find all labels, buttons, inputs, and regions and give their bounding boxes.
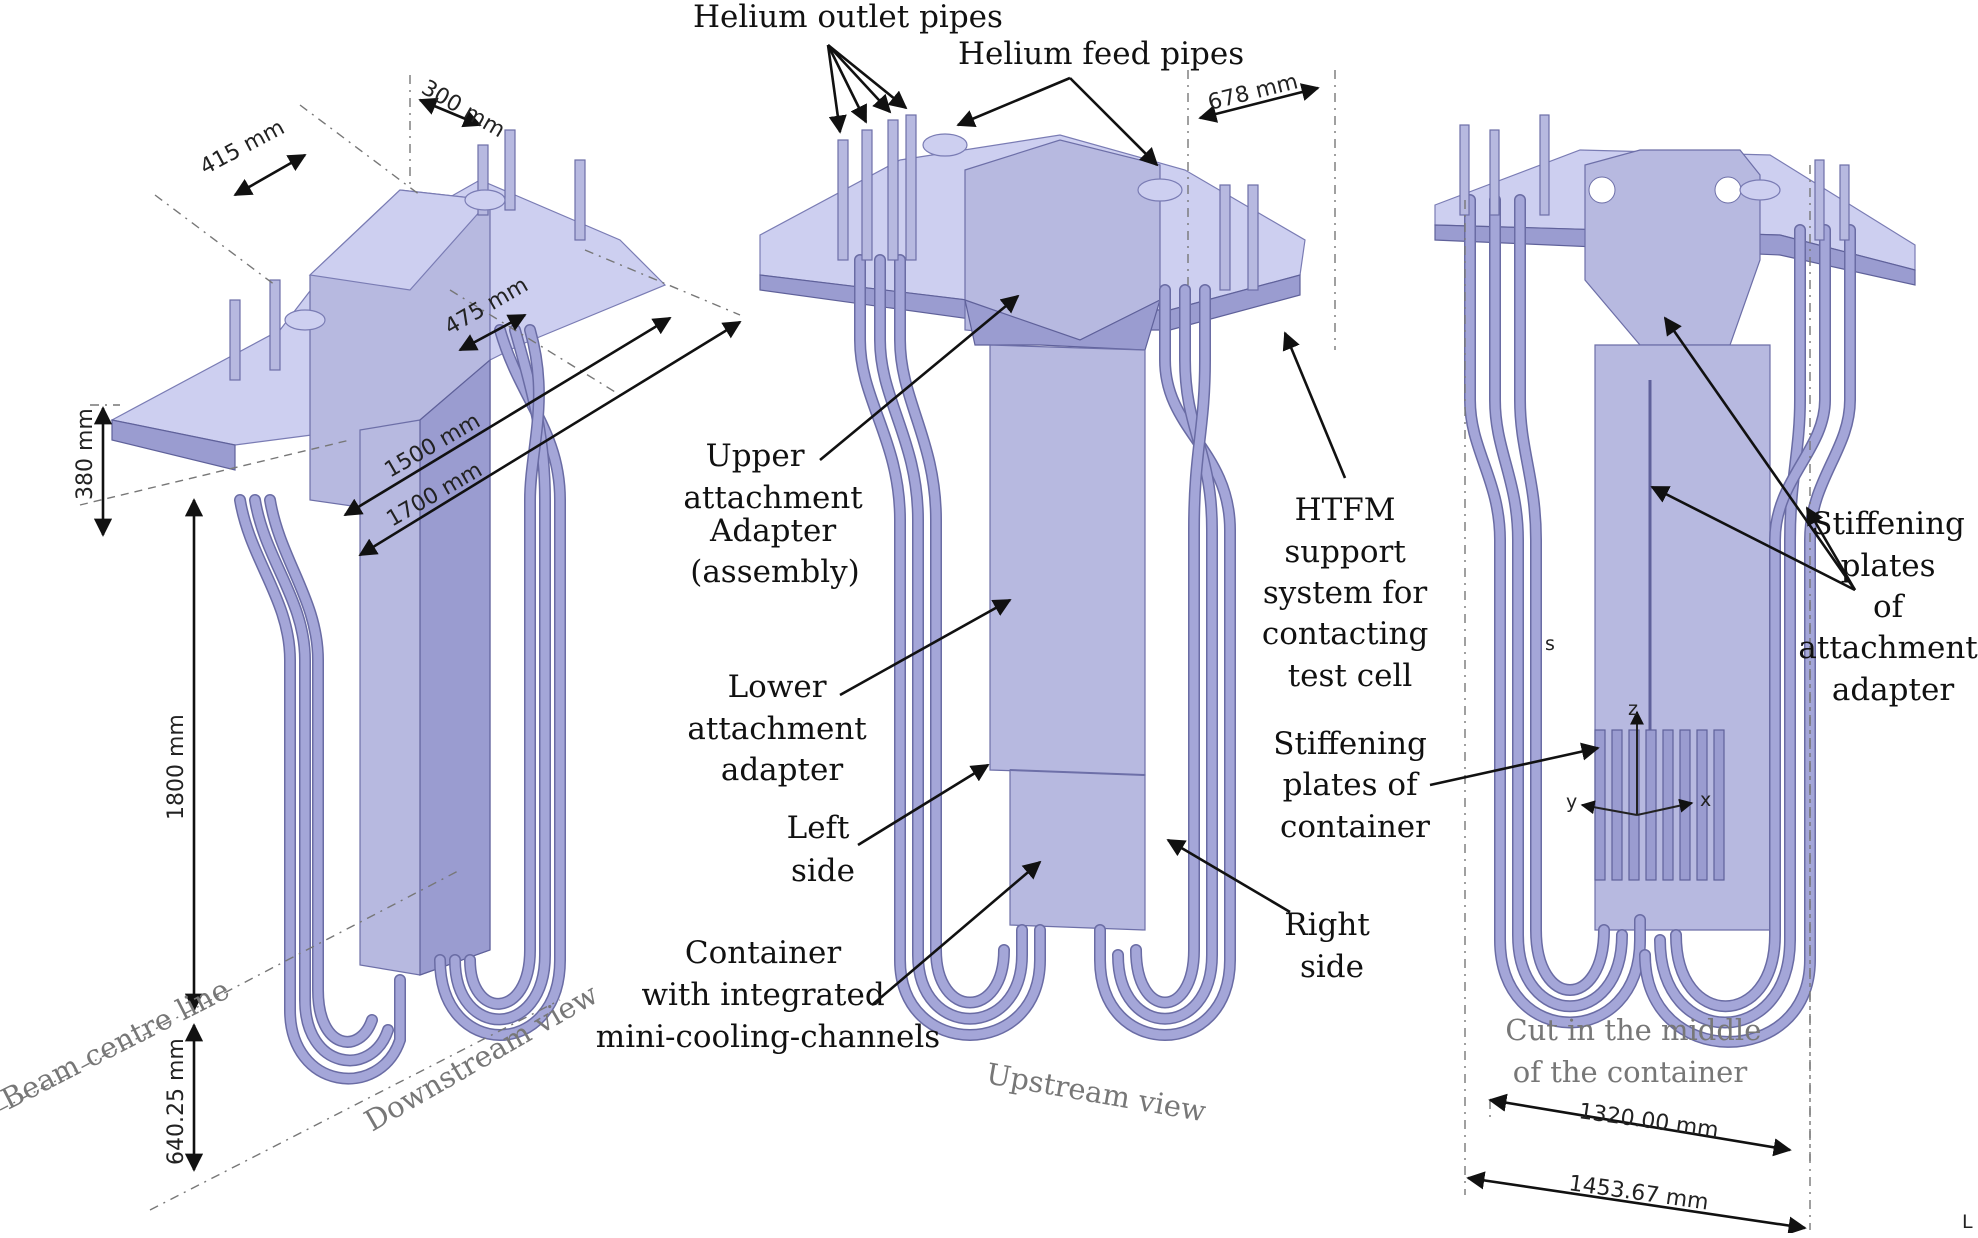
pipe-stubs-left — [229, 129, 586, 381]
axis-x: x — [1700, 789, 1711, 811]
upper-attachment-label: Upper attachment Adapter (assembly) — [683, 438, 872, 590]
pipes-right-left — [1464, 194, 1646, 1029]
adapter-cut-right — [1584, 149, 1761, 346]
stiffening-adapter-label: Stiffening plates of attachment adapter — [1798, 506, 1978, 708]
right-side-label: Right side — [1284, 907, 1379, 985]
lower-adapter-middle — [989, 344, 1146, 776]
htfm-support-label: HTFM support system for contacting test … — [1262, 492, 1438, 694]
pipe-stubs-middle — [837, 114, 1259, 291]
dim-678: 678 mm — [1205, 69, 1300, 115]
upstream-annotations: Helium outlet pipes Helium feed pipes 67… — [596, 0, 1438, 1129]
beam-centre-line-label: Beam centre line — [0, 972, 235, 1116]
dim-415: 415 mm — [196, 115, 289, 180]
dim-1453: 1453.67 mm — [1567, 1171, 1710, 1215]
section-marker-s: s — [1545, 633, 1555, 655]
pipes-left-bank — [234, 494, 406, 1085]
dim-380: 380 mm — [73, 408, 98, 500]
helium-feed-label: Helium feed pipes — [958, 36, 1244, 72]
container-label: Container with integrated mini-cooling-c… — [596, 935, 940, 1055]
axis-z: z — [1628, 698, 1638, 720]
axis-y: y — [1566, 791, 1577, 813]
upstream-view-label: Upstream view — [984, 1056, 1209, 1128]
stiffening-container-label: Stiffening plates of container — [1273, 726, 1437, 845]
corner-mark: L — [1962, 1211, 1973, 1233]
pipe-stubs-right — [1459, 114, 1850, 241]
container-middle — [1009, 769, 1146, 931]
dim-1800: 1800 mm — [164, 714, 189, 820]
dim-640: 640.25 mm — [164, 1038, 189, 1165]
cut-view-label: Cut in the middle of the container — [1505, 1013, 1770, 1089]
dim-1320: 1320.00 mm — [1577, 1099, 1720, 1143]
helium-outlet-label: Helium outlet pipes — [693, 0, 1003, 35]
dim-300: 300 mm — [417, 76, 509, 144]
pipes-middle-left — [854, 254, 1046, 1041]
pipes-right-right — [1639, 224, 1856, 1048]
left-side-label: Left side — [787, 810, 860, 889]
upstream-model — [759, 114, 1306, 1041]
cut-model — [1434, 114, 1916, 1048]
pipes-middle-right — [1094, 284, 1236, 1041]
lower-attachment-label: Lower attachment adapter — [687, 669, 876, 788]
